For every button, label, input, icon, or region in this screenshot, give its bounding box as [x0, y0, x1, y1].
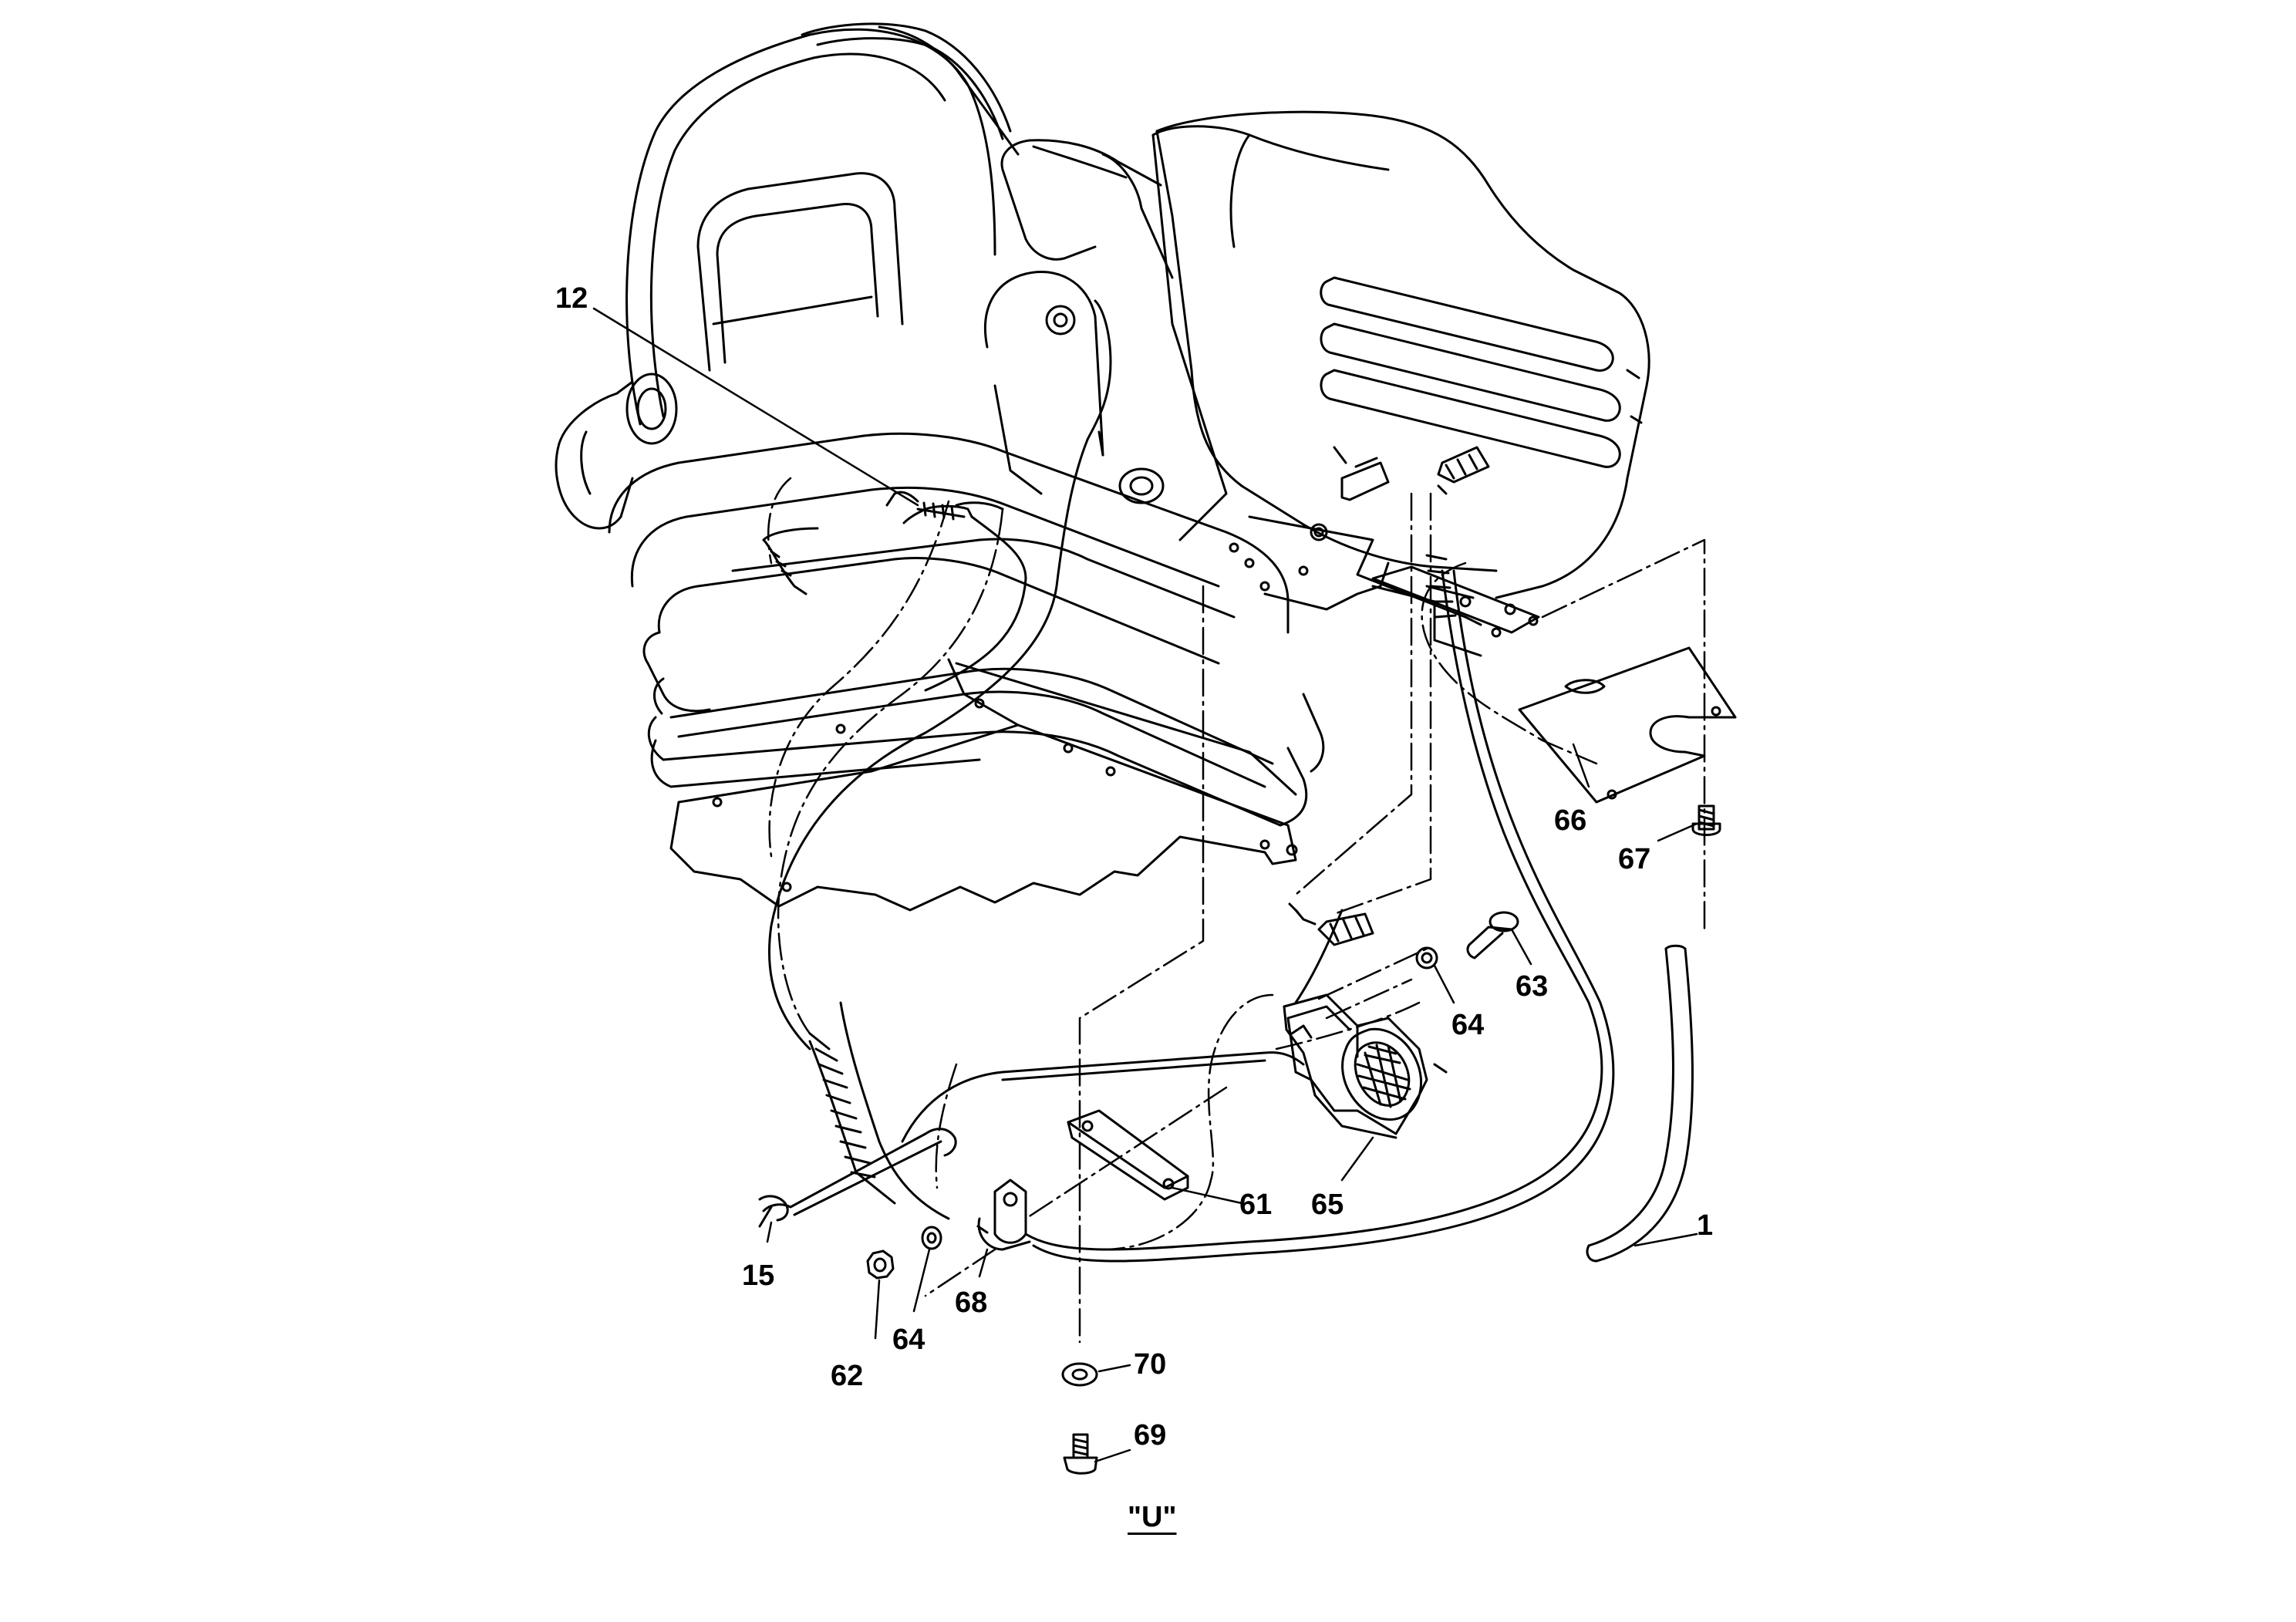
washer-64-lower — [921, 1226, 942, 1250]
callout-62: 62 — [831, 1360, 864, 1392]
callout-64-upper: 64 — [1451, 1009, 1485, 1041]
plate-61 — [1067, 1109, 1189, 1201]
callout-65: 65 — [1311, 1189, 1344, 1221]
reverse-alarm-65 — [1283, 993, 1448, 1139]
cable-harness — [758, 299, 1694, 1263]
callout-70: 70 — [1134, 1348, 1167, 1381]
clamp-68 — [976, 1179, 1031, 1251]
callout-63: 63 — [1515, 970, 1549, 1003]
bolt-69 — [1063, 1433, 1098, 1475]
callout-67: 67 — [1618, 843, 1651, 875]
console-box — [1000, 110, 1650, 657]
callout-12: 12 — [555, 282, 588, 315]
seat-assembly — [555, 22, 1325, 912]
screw-63 — [1466, 911, 1519, 959]
view-label: "U" — [1128, 1501, 1177, 1533]
washer-70 — [1061, 1362, 1098, 1387]
bracket-66 — [1518, 646, 1737, 804]
callout-61: 61 — [1239, 1189, 1273, 1221]
nut-62 — [866, 1249, 895, 1280]
callout-68: 68 — [955, 1286, 988, 1319]
washer-64-upper — [1415, 946, 1438, 969]
callout-leaders — [592, 307, 1698, 1463]
screw-67 — [1691, 804, 1721, 836]
callout-15: 15 — [742, 1259, 775, 1292]
callout-66: 66 — [1554, 804, 1587, 837]
phantom-lines — [767, 477, 1706, 1344]
callout-1: 1 — [1697, 1209, 1714, 1242]
wire-connector — [1288, 902, 1374, 946]
callout-64-lower: 64 — [892, 1324, 925, 1356]
callout-69: 69 — [1134, 1419, 1167, 1452]
